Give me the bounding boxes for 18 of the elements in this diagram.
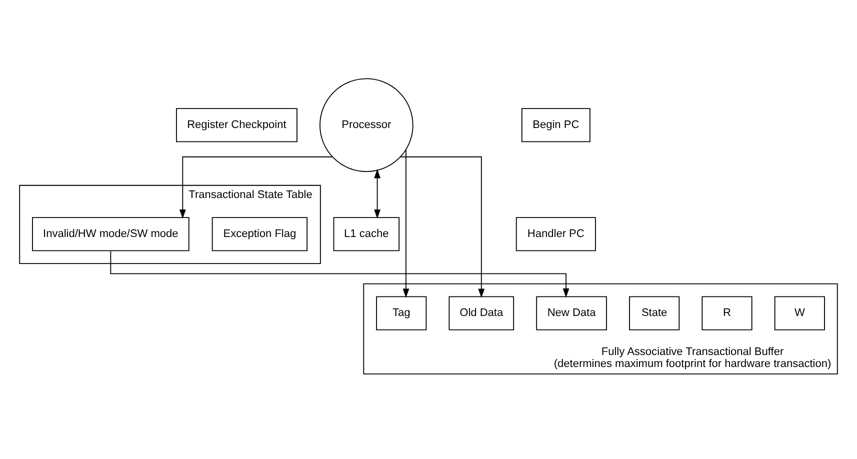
node-box: Exception Flag <box>212 216 308 251</box>
node-circle: Processor <box>320 78 414 172</box>
arrow <box>179 156 333 218</box>
arrow <box>374 168 381 218</box>
node-box: Handler PC <box>516 216 596 251</box>
node-box: Begin PC <box>521 108 590 142</box>
node-box: Register Checkpoint <box>176 108 298 142</box>
node-box: L1 cache <box>333 216 400 251</box>
node-box: R <box>702 296 752 330</box>
node-box: Invalid/HW mode/SW mode <box>32 216 190 251</box>
node-box: Tag <box>376 296 427 330</box>
node-box: New Data <box>536 296 607 330</box>
arrow <box>402 148 410 298</box>
node-box: State <box>629 296 680 330</box>
arrow <box>110 250 570 298</box>
node-box: Old Data <box>448 296 514 330</box>
node-box: W <box>774 296 825 330</box>
arrow <box>400 156 485 298</box>
